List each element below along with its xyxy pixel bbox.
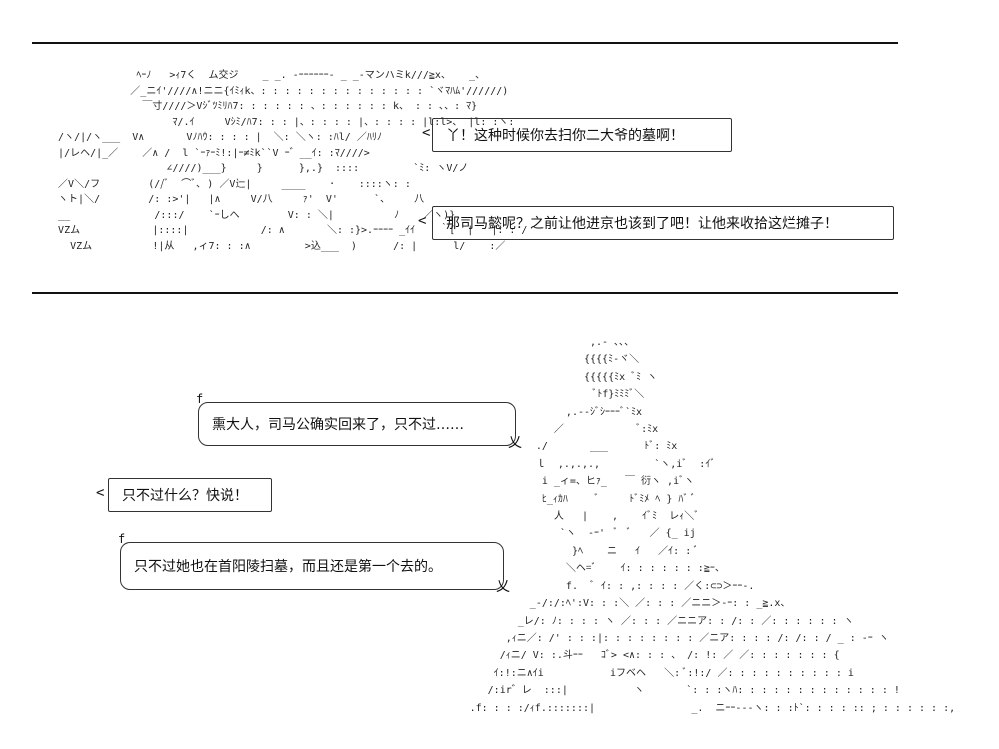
bubble-text: 丫！这种时候你去扫你二大爷的墓啊！ (446, 128, 684, 144)
bubble-tail: < (418, 213, 427, 229)
panel-top-border (32, 42, 898, 44)
panel1-ascii-art: ﾍｰﾉ >ｨ7く ム交ジ _ _. -ｰｰｰｰｰｰ- _ _-マンハミk///≧… (58, 70, 528, 252)
speech-bubble-tomb: f 只不过她也在首阳陵扫墓，而且还是第一个去的。 乂 (118, 532, 510, 595)
speech-bubble-only: < 只不过什么？快说！ (96, 478, 272, 512)
bubble-frame (120, 542, 504, 590)
bubble-top-mark: f (196, 392, 204, 406)
panel2-ascii-art: ,.- ､､、 {{{{ﾐ‐ヾ＼ (469, 337, 956, 714)
speech-bubble-returned: f 熏大人，司马公确实回来了，只不过…… 乂 (196, 392, 522, 451)
bubble-frame (432, 118, 732, 152)
speech-bubble-yoke: < 丫！这种时候你去扫你二大爷的墓啊！ (422, 118, 732, 152)
bubble-tail: 乂 (508, 435, 522, 451)
bubble-top-mark: f (118, 532, 126, 546)
bubble-frame (198, 402, 516, 446)
bubble-tail: < (96, 485, 105, 501)
bubble-tail: 乂 (496, 579, 510, 595)
panel-bottom-border (32, 292, 898, 294)
bubble-text: 只不过她也在首阳陵扫墓，而且还是第一个去的。 (134, 559, 442, 575)
bubble-tail: < (422, 125, 431, 141)
bubble-text: 熏大人，司马公确实回来了，只不过…… (212, 417, 464, 433)
bubble-frame (108, 478, 272, 512)
bubble-frame (432, 206, 894, 240)
bubble-text: 只不过什么？快说！ (122, 488, 248, 504)
bubble-text: 那司马懿呢？之前让他进京也该到了吧！让他来收拾这烂摊子！ (446, 216, 838, 232)
speech-bubble-sima: < 那司马懿呢？之前让他进京也该到了吧！让他来收拾这烂摊子！ (418, 206, 894, 240)
